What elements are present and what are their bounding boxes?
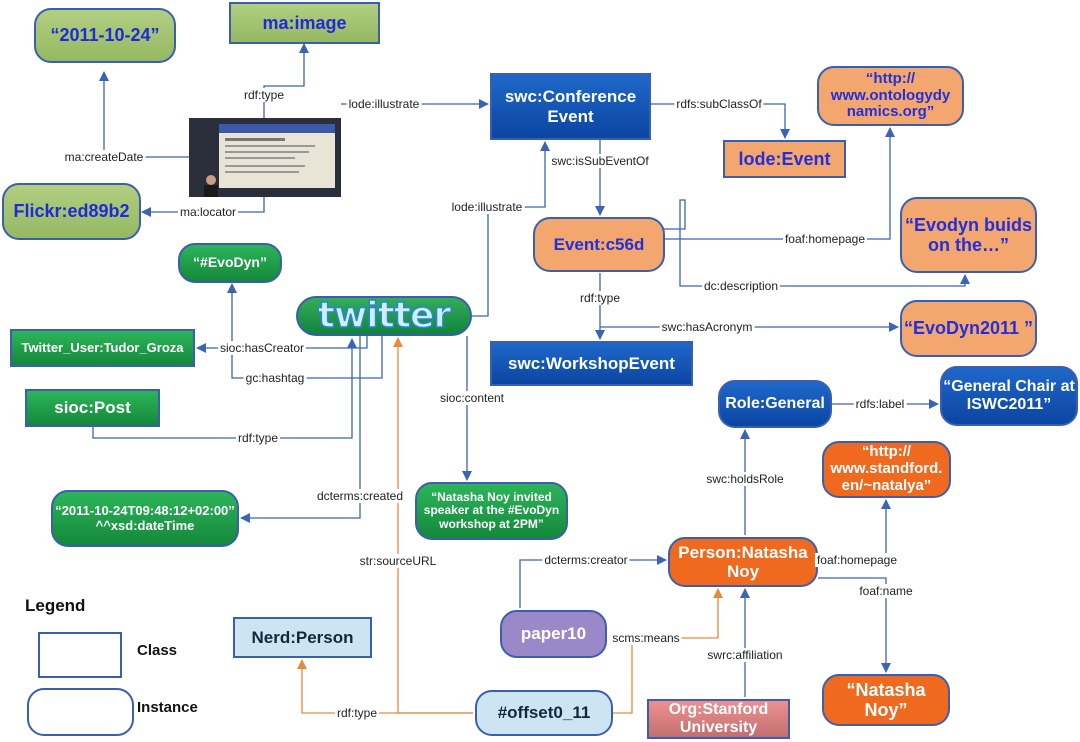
edge-label-str-sourceURL: str:sourceURL (357, 554, 439, 568)
node-twitter-user: Twitter_User:Tudor_Groza (10, 329, 195, 367)
edge-gc-hashtag (227, 283, 383, 379)
node-evodyn2011: “EvoDyn2011 ” (900, 300, 1037, 357)
edge-label-ma-locator: ma:locator (177, 205, 239, 219)
node-conference-event: swc:Conference Event (490, 73, 651, 140)
node-url-ontology: “http:// www.ontologydy namics.org” (817, 66, 964, 126)
edge-label-lode-illustrate-1: lode:illustrate (346, 97, 422, 111)
edge-scms-means (613, 588, 723, 714)
edge-label-scms-means: scms:means (610, 631, 682, 645)
edge-label-swc-holdsRole: swc:holdsRole (704, 472, 786, 486)
presentation-photo (189, 118, 341, 197)
edge-label-dc-description: dc:description (701, 279, 781, 293)
edge-str-sourceURL (393, 337, 473, 714)
edge-label-foaf-homepage-event: foaf:homepage (782, 232, 868, 246)
node-flickr: Flickr:ed89b2 (2, 183, 141, 240)
edge-label-ma-createDate: ma:createDate (62, 150, 146, 164)
edge-label-swrc-affiliation: swrc:affiliation (705, 648, 785, 662)
node-general-chair: “General Chair at ISWC2011” (940, 366, 1078, 426)
legend-instance-label: Instance (137, 699, 198, 716)
edge-label-swc-hasAcronym: swc:hasAcronym (659, 320, 755, 334)
twitter-logo-text: twitter (317, 295, 452, 336)
node-hashtag: “#EvoDyn” (178, 243, 282, 283)
node-natasha-noy: “Natasha Noy” (822, 674, 950, 726)
node-ma-image: ma:image (229, 2, 380, 44)
node-lode-event: lode:Event (723, 140, 846, 178)
node-workshop-event: swc:WorkshopEvent (490, 341, 693, 386)
edge-label-lode-illustrate-2: lode:illustrate (449, 200, 525, 214)
node-offset: #offset0_11 (475, 690, 613, 736)
edge-label-gc-hashtag: gc:hashtag (243, 371, 307, 385)
edge-rdf-type-post (92, 338, 357, 439)
legend-class-box (38, 632, 122, 678)
node-datetime: “2011-10-24T09:48:12+02:00” ^^xsd:dateTi… (51, 490, 239, 547)
edge-label-sioc-content: sioc:content (437, 391, 507, 405)
legend-instance-box (27, 688, 134, 736)
edge-foaf-name (818, 577, 891, 673)
node-role-general: Role:General (718, 380, 832, 428)
edge-label-dcterms-created: dcterms:created (314, 489, 406, 503)
edge-dc-description (632, 199, 970, 287)
edge-rdf-type-offset (297, 659, 473, 714)
node-nerd-person: Nerd:Person (233, 617, 372, 658)
edge-foaf-homepage-person (818, 499, 891, 561)
node-tweet-content: “Natasha Noy invited speaker at the #Evo… (415, 482, 568, 540)
edge-label-rdf-type-post: rdf:type (235, 431, 281, 445)
edge-dcterms-created (240, 336, 361, 523)
edge-label-rdfs-subClassOf: rdfs:subClassOf (674, 97, 764, 111)
edge-label-foaf-homepage-person: foaf:homepage (814, 553, 900, 567)
edge-dcterms-creator (519, 555, 667, 608)
edge-label-swc-isSubEventOf: swc:isSubEventOf (549, 154, 651, 168)
node-evodyn-description: “Evodyn buids on the…” (900, 197, 1037, 273)
edge-rdf-type-image (263, 43, 309, 118)
edge-label-dcterms-creator: dcterms:creator (542, 553, 630, 567)
edge-foaf-homepage-event (665, 127, 895, 240)
edge-label-sioc-hasCreator: sioc:hasCreator (217, 341, 307, 355)
edge-label-foaf-name: foaf:name (857, 584, 915, 598)
edge-label-rdf-type-image: rdf:type (241, 88, 287, 102)
node-url-standford: “http:// www.standford. en/~natalya” (822, 441, 951, 498)
twitter-logo: twitter (296, 296, 472, 336)
node-sioc-post: sioc:Post (25, 389, 160, 427)
legend-class-label: Class (137, 642, 178, 659)
edge-label-rdf-type-offset: rdf:type (334, 706, 380, 720)
node-person: Person:Natasha Noy (668, 537, 818, 587)
legend-title: Legend (25, 596, 86, 615)
node-paper10: paper10 (500, 610, 607, 658)
node-date: “2011-10-24” (34, 8, 176, 63)
edge-ma-createDate (99, 71, 189, 158)
node-org-stanford: Org:Stanford University (647, 699, 790, 739)
edge-label-rdf-type-event: rdf:type (577, 291, 623, 305)
edge-label-rdfs-label: rdfs:label (853, 397, 907, 411)
node-event: Event:c56d (533, 217, 665, 272)
